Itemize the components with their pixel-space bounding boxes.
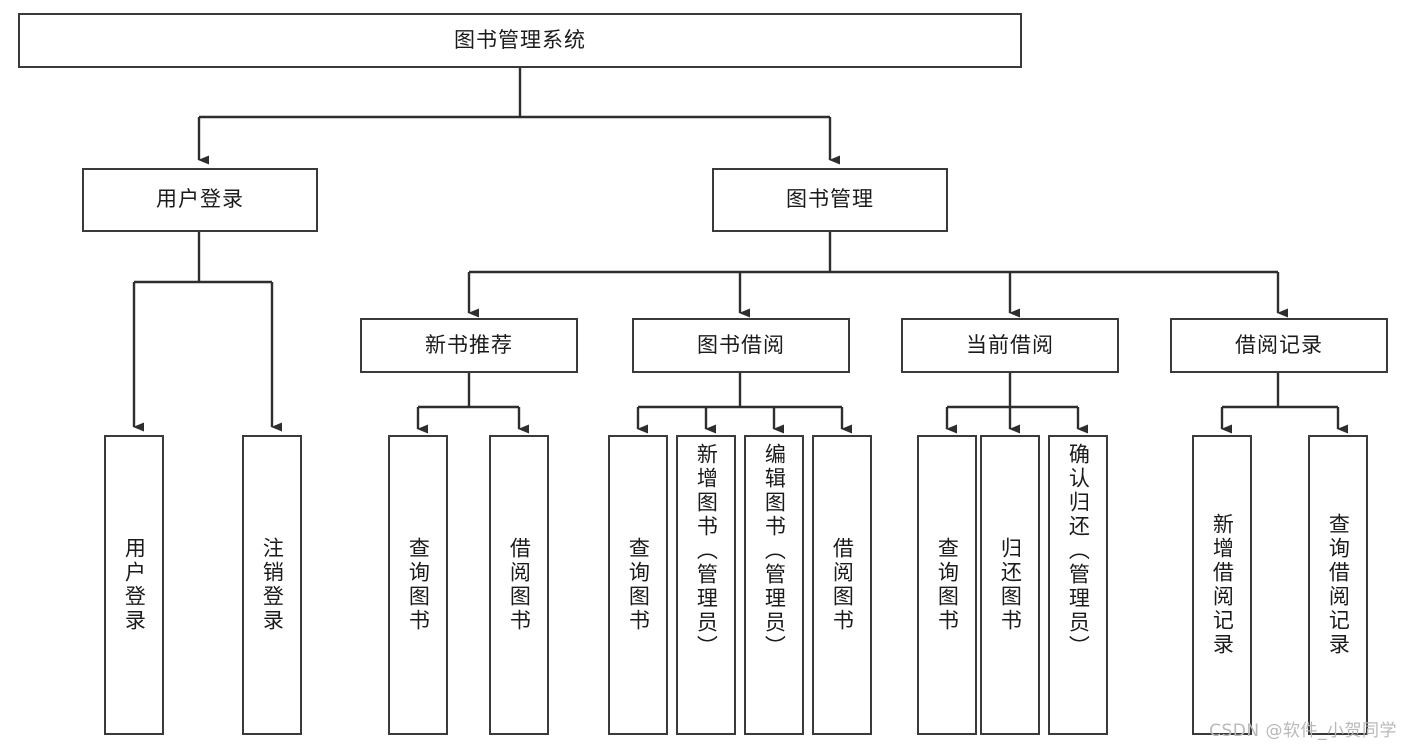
node-leaf-logout[interactable]: 注销登录: [242, 435, 302, 735]
node-label: 注销登录: [260, 537, 285, 633]
node-label: 新增借阅记录: [1210, 513, 1235, 657]
node-label: 图书管理系统: [454, 27, 586, 52]
node-label: 图书管理: [786, 187, 874, 212]
node-leaf-query-book-borrow[interactable]: 查询图书: [608, 435, 668, 735]
node-leaf-borrow-book-recommend[interactable]: 借阅图书: [489, 435, 549, 735]
node-label: 确认归还（管理员）: [1066, 443, 1091, 659]
node-label: 查询图书: [935, 537, 960, 633]
node-root-book-management-system[interactable]: 图书管理系统: [18, 13, 1022, 68]
node-label: 用户登录: [156, 187, 244, 212]
node-new-book-recommend[interactable]: 新书推荐: [360, 318, 578, 373]
node-leaf-query-borrow-record[interactable]: 查询借阅记录: [1308, 435, 1368, 735]
node-label: 归还图书: [998, 537, 1023, 633]
node-label: 借阅记录: [1235, 332, 1323, 357]
node-leaf-return-book[interactable]: 归还图书: [980, 435, 1040, 735]
node-leaf-user-login[interactable]: 用户登录: [104, 435, 164, 735]
node-label: 当前借阅: [966, 332, 1054, 357]
node-current-borrow[interactable]: 当前借阅: [901, 318, 1119, 373]
node-label: 图书借阅: [697, 332, 785, 357]
node-leaf-add-book-admin[interactable]: 新增图书（管理员）: [676, 435, 736, 735]
node-book-management[interactable]: 图书管理: [712, 168, 948, 232]
node-leaf-query-book-current[interactable]: 查询图书: [917, 435, 977, 735]
node-label: 新增图书（管理员）: [694, 443, 719, 659]
node-leaf-edit-book-admin[interactable]: 编辑图书（管理员）: [744, 435, 804, 735]
node-user-login[interactable]: 用户登录: [82, 168, 318, 232]
node-leaf-confirm-return-admin[interactable]: 确认归还（管理员）: [1048, 435, 1108, 735]
node-borrow-record[interactable]: 借阅记录: [1170, 318, 1388, 373]
node-leaf-borrow-book[interactable]: 借阅图书: [812, 435, 872, 735]
node-label: 用户登录: [122, 537, 147, 633]
node-leaf-add-borrow-record[interactable]: 新增借阅记录: [1192, 435, 1252, 735]
node-label: 查询图书: [626, 537, 651, 633]
node-leaf-query-book-recommend[interactable]: 查询图书: [388, 435, 448, 735]
node-label: 新书推荐: [425, 332, 513, 357]
node-label: 借阅图书: [830, 537, 855, 633]
node-book-borrow[interactable]: 图书借阅: [632, 318, 850, 373]
node-label: 借阅图书: [507, 537, 532, 633]
node-label: 编辑图书（管理员）: [762, 443, 787, 659]
node-label: 查询图书: [406, 537, 431, 633]
node-label: 查询借阅记录: [1326, 513, 1351, 657]
